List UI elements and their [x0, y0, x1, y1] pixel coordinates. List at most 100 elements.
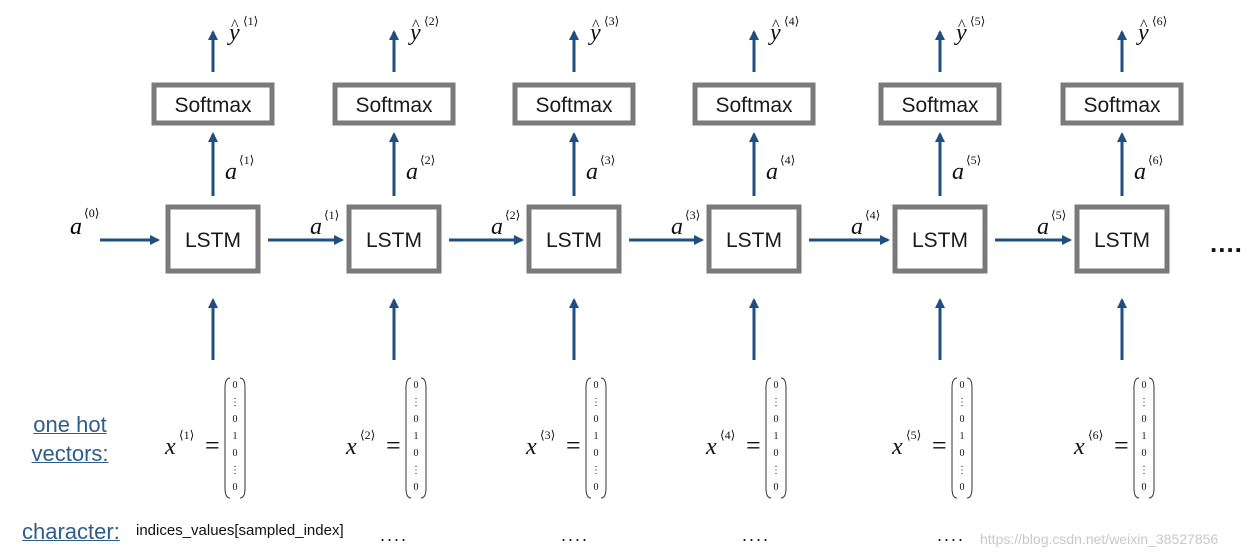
softmax-box-4	[692, 82, 816, 126]
activation-up-label-2: a	[406, 159, 418, 185]
equals-sign-3: =	[566, 431, 581, 460]
svg-text:^: ^	[1140, 17, 1148, 34]
svg-text:⟨5⟩: ⟨5⟩	[970, 14, 985, 28]
svg-text:⟨2⟩: ⟨2⟩	[420, 153, 435, 167]
svg-text:⟨2⟩: ⟨2⟩	[424, 14, 439, 28]
lstm-cell-2	[346, 204, 442, 274]
activation-up-label-5: a	[952, 159, 964, 185]
lstm-cell-5	[892, 204, 988, 274]
svg-text:⟨2⟩: ⟨2⟩	[360, 428, 375, 442]
vector-entry-2-3: 0	[414, 414, 419, 425]
vector-entry-2-6: ⋮	[411, 465, 421, 476]
vector-entry-4-7: 0	[774, 482, 779, 493]
watermark: https://blog.csdn.net/weixin_38527856	[980, 531, 1219, 547]
vector-entry-4-5: 0	[774, 448, 779, 459]
vector-entry-5-2: ⋮	[957, 397, 967, 408]
svg-text:⟨1⟩: ⟨1⟩	[324, 208, 339, 222]
svg-text:^: ^	[592, 17, 600, 34]
output-label-2: y	[408, 20, 421, 46]
vector-entry-6-6: ⋮	[1139, 465, 1149, 476]
vector-entry-1-6: ⋮	[230, 465, 240, 476]
svg-text:⟨3⟩: ⟨3⟩	[600, 153, 615, 167]
vector-entry-4-1: 0	[774, 380, 779, 391]
vector-entry-4-6: ⋮	[771, 465, 781, 476]
lstm-label-4: LSTM	[726, 229, 782, 252]
activation-up-label-6: a	[1134, 159, 1146, 185]
svg-text:⟨1⟩: ⟨1⟩	[239, 153, 254, 167]
vector-bracket-right-5	[966, 377, 973, 499]
softmax-box-6	[1060, 82, 1184, 126]
svg-text:⟨3⟩: ⟨3⟩	[604, 14, 619, 28]
vector-entry-6-3: 0	[1142, 414, 1147, 425]
activation-label-3: a	[671, 214, 683, 240]
softmax-label-3: Softmax	[535, 94, 613, 117]
equals-sign-2: =	[386, 431, 401, 460]
equals-sign-1: =	[205, 431, 220, 460]
svg-text:⟨5⟩: ⟨5⟩	[906, 428, 921, 442]
lstm-cell-4	[706, 204, 802, 274]
equals-sign-6: =	[1114, 431, 1129, 460]
lstm-label-3: LSTM	[546, 229, 602, 252]
svg-text:a: a	[70, 214, 82, 240]
character-value-5: ....	[937, 525, 966, 545]
vector-entry-6-4: 1	[1142, 431, 1147, 442]
input-symbol-4: x	[705, 434, 717, 460]
vector-entry-5-6: ⋮	[957, 465, 967, 476]
input-symbol-1: x	[164, 434, 176, 460]
vector-bracket-left-3	[585, 377, 592, 499]
vector-bracket-right-1	[239, 377, 246, 499]
vector-entry-6-1: 0	[1142, 380, 1147, 391]
vector-entry-1-7: 0	[233, 482, 238, 493]
input-symbol-2: x	[345, 434, 357, 460]
initial-activation-label: a ⟨0⟩	[70, 206, 99, 240]
vector-entry-5-4: 1	[960, 431, 965, 442]
vector-entry-6-7: 0	[1142, 482, 1147, 493]
vector-bracket-left-6	[1133, 377, 1140, 499]
softmax-box-1	[151, 82, 275, 126]
activation-label-1: a	[310, 214, 322, 240]
vector-entry-3-4: 1	[594, 431, 599, 442]
vector-entry-3-2: ⋮	[591, 397, 601, 408]
lstm-label-2: LSTM	[366, 229, 422, 252]
vector-entry-1-3: 0	[233, 414, 238, 425]
svg-text:⟨6⟩: ⟨6⟩	[1148, 153, 1163, 167]
vector-bracket-right-2	[420, 377, 427, 499]
svg-text:⟨4⟩: ⟨4⟩	[720, 428, 735, 442]
svg-text:⟨1⟩: ⟨1⟩	[179, 428, 194, 442]
vector-entry-5-3: 0	[960, 414, 965, 425]
softmax-box-2	[332, 82, 456, 126]
lstm-label-1: LSTM	[185, 229, 241, 252]
vector-entry-2-4: 1	[414, 431, 419, 442]
svg-text:^: ^	[412, 17, 420, 34]
svg-text:^: ^	[958, 17, 966, 34]
vector-bracket-left-4	[765, 377, 772, 499]
svg-text:⟨4⟩: ⟨4⟩	[780, 153, 795, 167]
character-value-3: ....	[561, 525, 590, 545]
vector-entry-4-2: ⋮	[771, 397, 781, 408]
character-label: character:	[22, 519, 120, 544]
sequence-ellipsis: ....	[1210, 228, 1243, 258]
vector-entry-4-3: 0	[774, 414, 779, 425]
vector-entry-6-5: 0	[1142, 448, 1147, 459]
vector-entry-3-3: 0	[594, 414, 599, 425]
vector-entry-3-7: 0	[594, 482, 599, 493]
activation-up-label-3: a	[586, 159, 598, 185]
vector-entry-2-7: 0	[414, 482, 419, 493]
svg-text:⟨1⟩: ⟨1⟩	[243, 14, 258, 28]
equals-sign-4: =	[746, 431, 761, 460]
activation-up-label-4: a	[766, 159, 778, 185]
vector-entry-3-5: 0	[594, 448, 599, 459]
softmax-box-5	[878, 82, 1002, 126]
activation-label-4: a	[851, 214, 863, 240]
activation-label-2: a	[491, 214, 503, 240]
character-value-4: ....	[742, 525, 771, 545]
output-label-5: y	[954, 20, 967, 46]
softmax-label-5: Softmax	[901, 94, 979, 117]
softmax-label-1: Softmax	[174, 94, 252, 117]
input-symbol-6: x	[1073, 434, 1085, 460]
vector-entry-3-1: 0	[594, 380, 599, 391]
output-label-3: y	[588, 20, 601, 46]
lstm-cell-1	[165, 204, 261, 274]
svg-text:⟨5⟩: ⟨5⟩	[966, 153, 981, 167]
vector-entry-6-2: ⋮	[1139, 397, 1149, 408]
